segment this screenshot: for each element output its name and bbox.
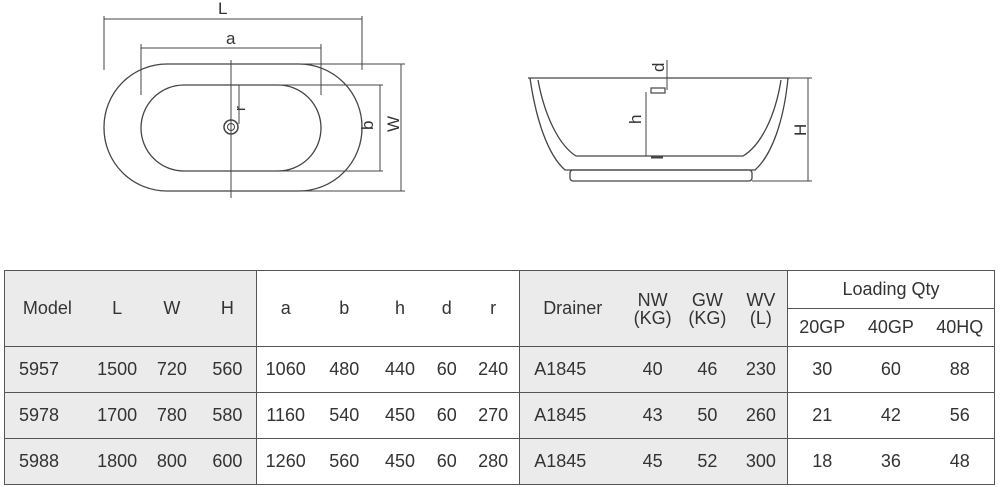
header-L: L	[89, 270, 145, 347]
cell-d: 60	[426, 346, 467, 393]
cell-r: 280	[466, 438, 520, 485]
cell-drainer: A1845	[519, 392, 626, 439]
bathtub-technical-drawing: L a b W r d h H	[103, 0, 812, 198]
overflow-fitting	[650, 87, 666, 94]
table-row: 5988 1800 800 600 1260 560 450 60 280 A1…	[3, 438, 996, 485]
cell-40gp: 60	[856, 346, 926, 393]
table-row: 5957 1500 720 560 1060 480 440 60 240 A1…	[3, 346, 996, 393]
tub-base	[569, 169, 753, 182]
header-wv: WV(L)	[734, 270, 788, 347]
cell-h: 440	[373, 346, 427, 393]
table-row: 5978 1700 780 580 1160 540 450 60 270 A1…	[3, 392, 996, 439]
header-W: W	[144, 270, 200, 347]
cell-wv: 230	[734, 346, 788, 393]
cell-40hq: 56	[925, 392, 996, 439]
label-b: b	[358, 121, 377, 130]
cell-drainer: A1845	[519, 438, 626, 485]
cell-W: 720	[144, 346, 200, 393]
cell-r: 270	[466, 392, 520, 439]
cell-nw: 40	[625, 346, 680, 393]
cell-d: 60	[426, 438, 467, 485]
cell-nw: 43	[625, 392, 680, 439]
cell-nw: 45	[625, 438, 680, 485]
cell-L: 1700	[89, 392, 145, 439]
top-view	[103, 16, 405, 198]
cell-a: 1060	[255, 346, 315, 393]
cell-20gp: 21	[786, 392, 857, 439]
cell-20gp: 30	[786, 346, 857, 393]
cell-b: 560	[314, 438, 374, 485]
label-a: a	[226, 29, 236, 48]
cell-40hq: 88	[925, 346, 996, 393]
cell-drainer: A1845	[519, 346, 626, 393]
cell-h: 450	[373, 392, 427, 439]
header-drainer: Drainer	[519, 270, 626, 347]
label-h: h	[626, 115, 645, 124]
header-H: H	[199, 270, 257, 347]
header-b: b	[314, 270, 374, 347]
cell-L: 1500	[89, 346, 145, 393]
cell-40gp: 42	[856, 392, 926, 439]
side-view-labels: d h H	[626, 63, 810, 136]
header-40gp: 40GP	[856, 308, 926, 347]
cell-wv: 300	[734, 438, 788, 485]
cell-20gp: 18	[786, 438, 857, 485]
label-r: r	[232, 106, 249, 111]
label-d: d	[649, 63, 668, 72]
cell-H: 560	[199, 346, 257, 393]
cell-W: 800	[144, 438, 200, 485]
header-loading-qty: Loading Qty	[786, 270, 996, 309]
cell-r: 240	[466, 346, 520, 393]
tub-outer-outline	[103, 63, 363, 192]
drain-icon	[223, 119, 239, 135]
cell-b: 480	[314, 346, 374, 393]
header-r: r	[466, 270, 520, 347]
cell-gw: 46	[679, 346, 735, 393]
cell-b: 540	[314, 392, 374, 439]
header-nw: NW(KG)	[625, 270, 680, 347]
cell-H: 600	[199, 438, 257, 485]
top-view-labels: L a b W r	[218, 0, 403, 132]
cell-a: 1160	[255, 392, 315, 439]
cell-model: 5978	[3, 392, 90, 439]
header-40hq: 40HQ	[925, 308, 996, 347]
label-H: H	[791, 124, 810, 136]
label-W: W	[384, 116, 403, 132]
cell-h: 450	[373, 438, 427, 485]
spec-table: Model L W H a b h d r Drainer NW(KG) GW(…	[3, 270, 996, 485]
header-gw: GW(KG)	[679, 270, 735, 347]
cell-gw: 52	[679, 438, 735, 485]
header-a: a	[255, 270, 315, 347]
cell-model: 5988	[3, 438, 90, 485]
cell-model: 5957	[3, 346, 90, 393]
cell-wv: 260	[734, 392, 788, 439]
cell-d: 60	[426, 392, 467, 439]
cell-L: 1800	[89, 438, 145, 485]
header-20gp: 20GP	[786, 308, 857, 347]
header-model: Model	[3, 270, 90, 347]
cell-40hq: 48	[925, 438, 996, 485]
header-h: h	[373, 270, 427, 347]
cell-gw: 50	[679, 392, 735, 439]
cell-W: 780	[144, 392, 200, 439]
label-L: L	[218, 0, 227, 18]
cell-40gp: 36	[856, 438, 926, 485]
side-view	[528, 60, 812, 182]
cell-a: 1260	[255, 438, 315, 485]
header-d: d	[426, 270, 467, 347]
cell-H: 580	[199, 392, 257, 439]
